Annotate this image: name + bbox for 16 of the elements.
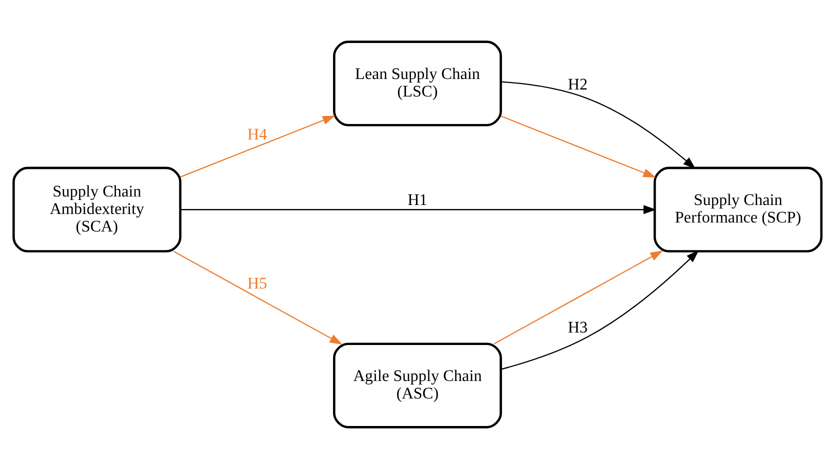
arrow [500, 250, 698, 370]
edge-label: H1 [407, 190, 427, 209]
arrow [500, 80, 696, 169]
node-box: Supply Chain Performance (SCP) [653, 166, 822, 252]
edge-label: H5 [246, 274, 267, 292]
edge-label: H4 [246, 124, 267, 143]
node-box: Supply Chain Ambidexterity (SCA) [12, 166, 181, 252]
arrow [180, 115, 335, 178]
arrow [493, 250, 662, 344]
node-box: Lean Supply Chain (LSC) [332, 40, 502, 126]
arrow [500, 115, 656, 178]
arrow [180, 204, 656, 214]
edge-label: H2 [567, 75, 588, 93]
node-box: Agile Supply Chain (ASC) [332, 342, 502, 428]
edge-label: H3 [567, 318, 588, 336]
arrow [172, 250, 342, 344]
